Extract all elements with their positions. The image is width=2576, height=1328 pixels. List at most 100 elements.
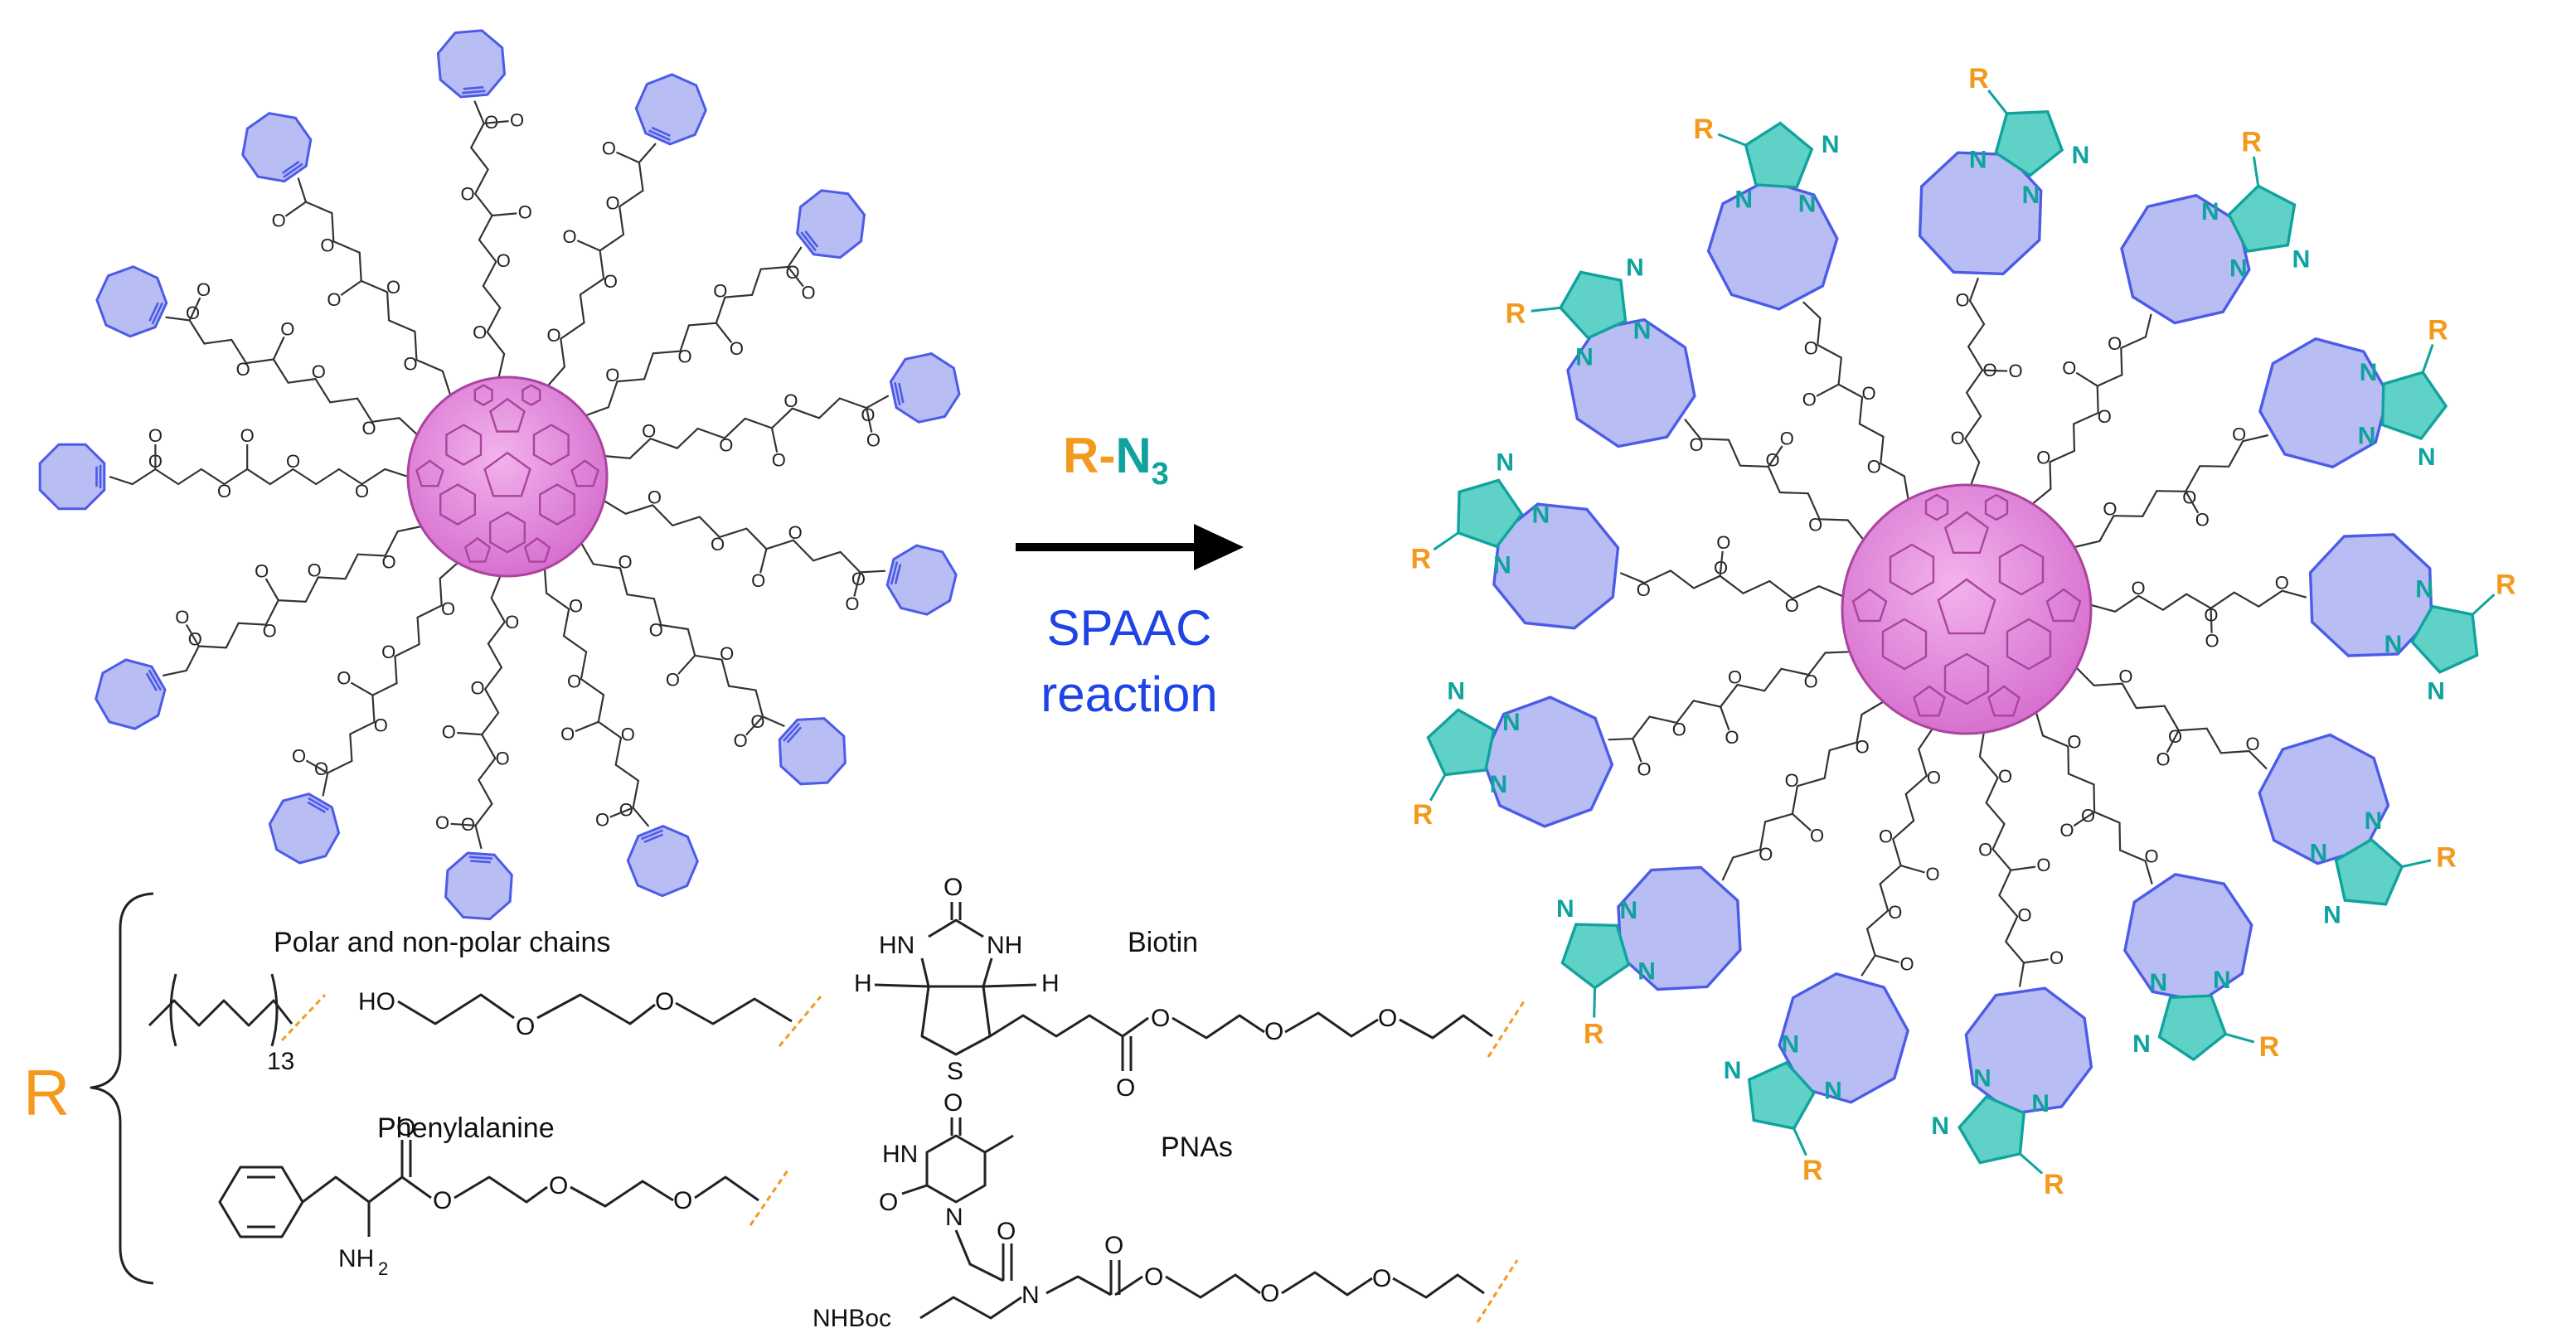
cyclooctyne-ring — [436, 29, 507, 99]
carbonyl-bond — [264, 578, 279, 601]
r-bond — [2019, 1152, 2044, 1175]
carbonyl-oxygen: O — [510, 109, 524, 130]
oxygen-atom: O — [1804, 671, 1818, 692]
linker-chain — [1608, 651, 1851, 741]
oxygen-atom: O — [2131, 578, 2145, 599]
triazole-ring — [2334, 837, 2404, 906]
cyclooctyne-ring — [626, 824, 699, 898]
r-bond — [1987, 89, 2008, 114]
carbonyl-bond — [340, 279, 362, 297]
carbonyl-oxygen: O — [148, 425, 163, 446]
oxygen-atom: O — [2067, 731, 2081, 752]
oxygen-atom: O — [1689, 434, 1703, 455]
svg-text:O: O — [997, 1218, 1016, 1245]
carbonyl-oxygen: O — [2009, 361, 2023, 381]
nitrogen-atom: N — [1969, 147, 1987, 174]
svg-text:O: O — [944, 1089, 963, 1117]
spaac-label: SPAAC — [1047, 600, 1212, 656]
svg-text:HO: HO — [358, 988, 395, 1015]
nitrogen-atom: N — [2384, 631, 2403, 658]
svg-text:O: O — [1151, 1005, 1170, 1032]
fullerene-facet — [1851, 588, 1888, 623]
nitrogen-atom: N — [2031, 1090, 2050, 1117]
reagent-label: R-N3 — [1063, 428, 1169, 492]
linker-chain — [1721, 700, 1885, 881]
triazole-ring — [1747, 1060, 1817, 1131]
linker-chain — [2035, 712, 2153, 885]
r-group-label: R — [1506, 298, 1526, 330]
oxygen-atom: O — [1951, 428, 1965, 448]
fullerene-facet — [415, 459, 444, 487]
oxygen-atom: O — [649, 620, 663, 641]
r-bond — [2421, 344, 2434, 373]
cyclooctyne-ring — [268, 792, 341, 865]
oxygen-atom: O — [381, 642, 395, 662]
pna-structure: O HN O N O N NHBoc O O O O — [813, 1089, 1519, 1328]
linker-chain — [604, 395, 890, 459]
carbonyl-oxygen: O — [255, 561, 269, 582]
linker-chain — [2075, 666, 2268, 770]
alkyne-bond — [783, 723, 800, 742]
svg-text:O: O — [879, 1189, 898, 1216]
carbonyl-oxygen: O — [196, 279, 211, 300]
oxygen-atom: O — [1998, 766, 2012, 787]
nitrogen-atom: N — [2292, 245, 2311, 273]
r-group-label: R — [1413, 799, 1434, 831]
oxygen-atom: O — [677, 347, 691, 367]
linker-chain — [603, 500, 886, 574]
oxygen-atom: O — [496, 748, 510, 768]
oxygen-atom: O — [1759, 844, 1773, 865]
carbonyl-oxygen: O — [435, 812, 449, 833]
svg-text:O: O — [1378, 1005, 1397, 1032]
reaction-label: reaction — [1041, 666, 1217, 722]
nitrogen-atom: N — [1502, 709, 1521, 736]
oxygen-atom: O — [546, 325, 560, 346]
alkyne-bond — [640, 829, 664, 841]
carbonyl-bond — [2210, 608, 2213, 633]
oxygen-atom: O — [236, 359, 250, 380]
cyclooctyl-ring — [1778, 972, 1910, 1104]
nitrogen-atom: N — [2310, 840, 2328, 867]
svg-text:O: O — [396, 1114, 415, 1141]
carbonyl-oxygen: O — [518, 202, 532, 223]
oxygen-atom: O — [263, 620, 277, 641]
linker-chain — [322, 562, 458, 797]
svg-text:O: O — [944, 874, 963, 901]
nitrogen-atom: N — [2149, 969, 2167, 996]
r-group-legend: R Polar and non-polar chains 13 HO O O P… — [23, 874, 1526, 1328]
nitrogen-atom: N — [1633, 317, 1652, 345]
oxygen-atom: O — [783, 390, 798, 411]
linker-chain — [1684, 419, 1865, 540]
oxygen-atom: O — [619, 552, 633, 573]
left-fullerene — [406, 376, 609, 578]
fullerene-facet — [1943, 511, 1990, 554]
fullerene-facet — [1998, 543, 2045, 596]
nitrogen-atom: N — [1798, 190, 1817, 217]
triazole-ring — [2157, 994, 2228, 1062]
carbonyl-oxygen: O — [2062, 357, 2076, 378]
carbonyl-oxygen: O — [2205, 631, 2219, 652]
nitrogen-atom: N — [1734, 187, 1753, 214]
r-group-label: R — [2436, 842, 2457, 874]
oxygen-atom: O — [217, 481, 231, 502]
oxygen-atom: O — [569, 595, 583, 616]
nitrogen-atom: N — [1447, 677, 1465, 705]
oxygen-atom: O — [2103, 498, 2117, 519]
carbonyl-oxygen: O — [1810, 826, 1824, 846]
triazole-ring — [1426, 708, 1496, 777]
carbonyl-bond — [284, 201, 307, 217]
cyclooctyl-ring — [1706, 178, 1839, 311]
oxygen-atom: O — [2018, 904, 2032, 925]
linker-chain — [474, 575, 507, 850]
alkyne-bond — [151, 302, 163, 325]
fullerene-facet — [1924, 493, 1949, 521]
carbonyl-bond — [350, 681, 373, 696]
fullerene-facet — [532, 424, 570, 466]
carbonyl-bond — [188, 297, 201, 321]
oxygen-atom: O — [355, 481, 369, 502]
carbonyl-oxygen: O — [666, 670, 680, 691]
carbonyl-oxygen: O — [1725, 727, 1739, 748]
svg-text:HN: HN — [879, 932, 914, 959]
